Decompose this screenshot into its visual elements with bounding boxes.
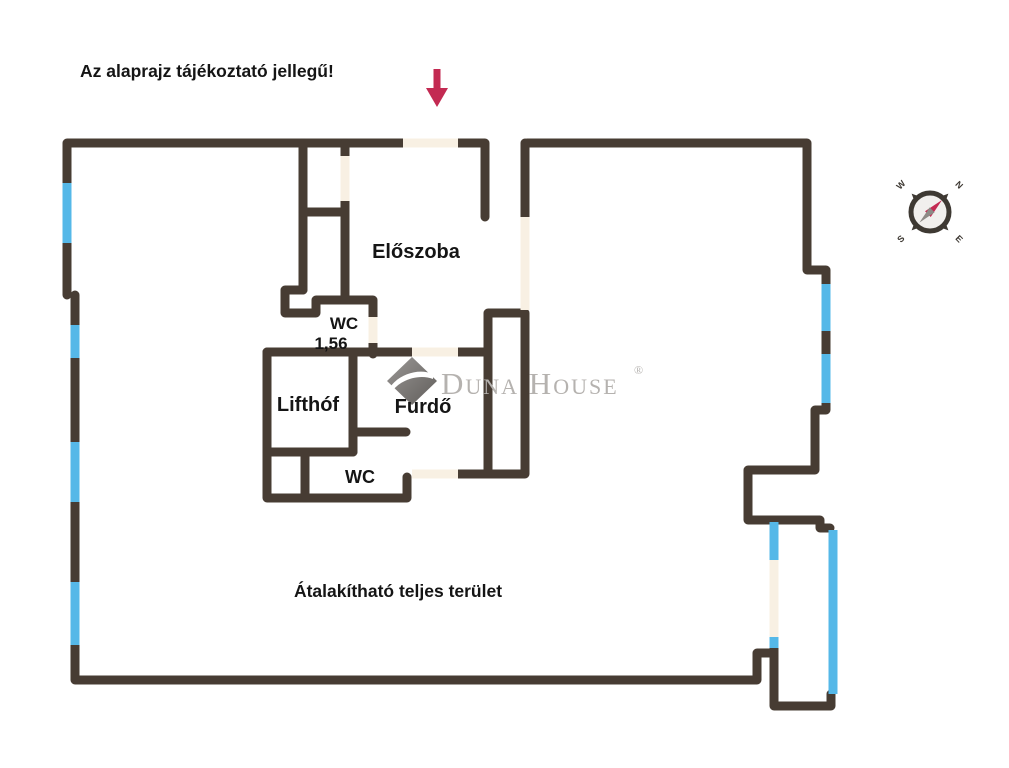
room-label-total-area: Átalakítható teljes terület	[294, 580, 502, 601]
disclaimer-title: Az alaprajz tájékoztató jellegű!	[80, 61, 334, 81]
watermark-swoosh	[391, 371, 433, 390]
room-label-furdo: Furdő	[395, 396, 452, 418]
room-label-wc-small: WC	[330, 314, 358, 333]
watermark-logo	[387, 357, 437, 405]
compass-letter-w: W	[894, 178, 907, 191]
wall-path	[743, 398, 835, 533]
wall-path	[522, 138, 831, 289]
watermark-brand-text: Duna House	[441, 366, 619, 401]
wall-path	[769, 643, 836, 711]
door-openings	[340, 138, 779, 637]
wall-path	[62, 138, 408, 300]
wall-path	[453, 308, 530, 479]
walls	[62, 138, 836, 711]
wall-path	[453, 138, 490, 222]
room-label-eloszoba: Előszoba	[372, 241, 461, 263]
compass-letter-e: E	[953, 233, 964, 244]
wall-path	[262, 347, 412, 503]
compass-needle-south	[919, 207, 935, 223]
watermark-registered-mark: ®	[634, 363, 643, 377]
wall-path	[70, 290, 777, 685]
room-label-lifthof: Lifthóf	[277, 394, 340, 416]
room-area-wc-small: 1,56	[314, 334, 347, 353]
compass-letter-s: S	[895, 233, 906, 244]
windows	[62, 183, 838, 694]
wall-path	[280, 285, 378, 322]
compass-letter-n: N	[953, 179, 965, 191]
compass-icon: W N S E	[894, 178, 965, 245]
watermark-diamond-icon	[387, 357, 437, 405]
room-label-wc-lower: WC	[345, 467, 375, 487]
entrance-arrow-icon	[426, 69, 448, 107]
